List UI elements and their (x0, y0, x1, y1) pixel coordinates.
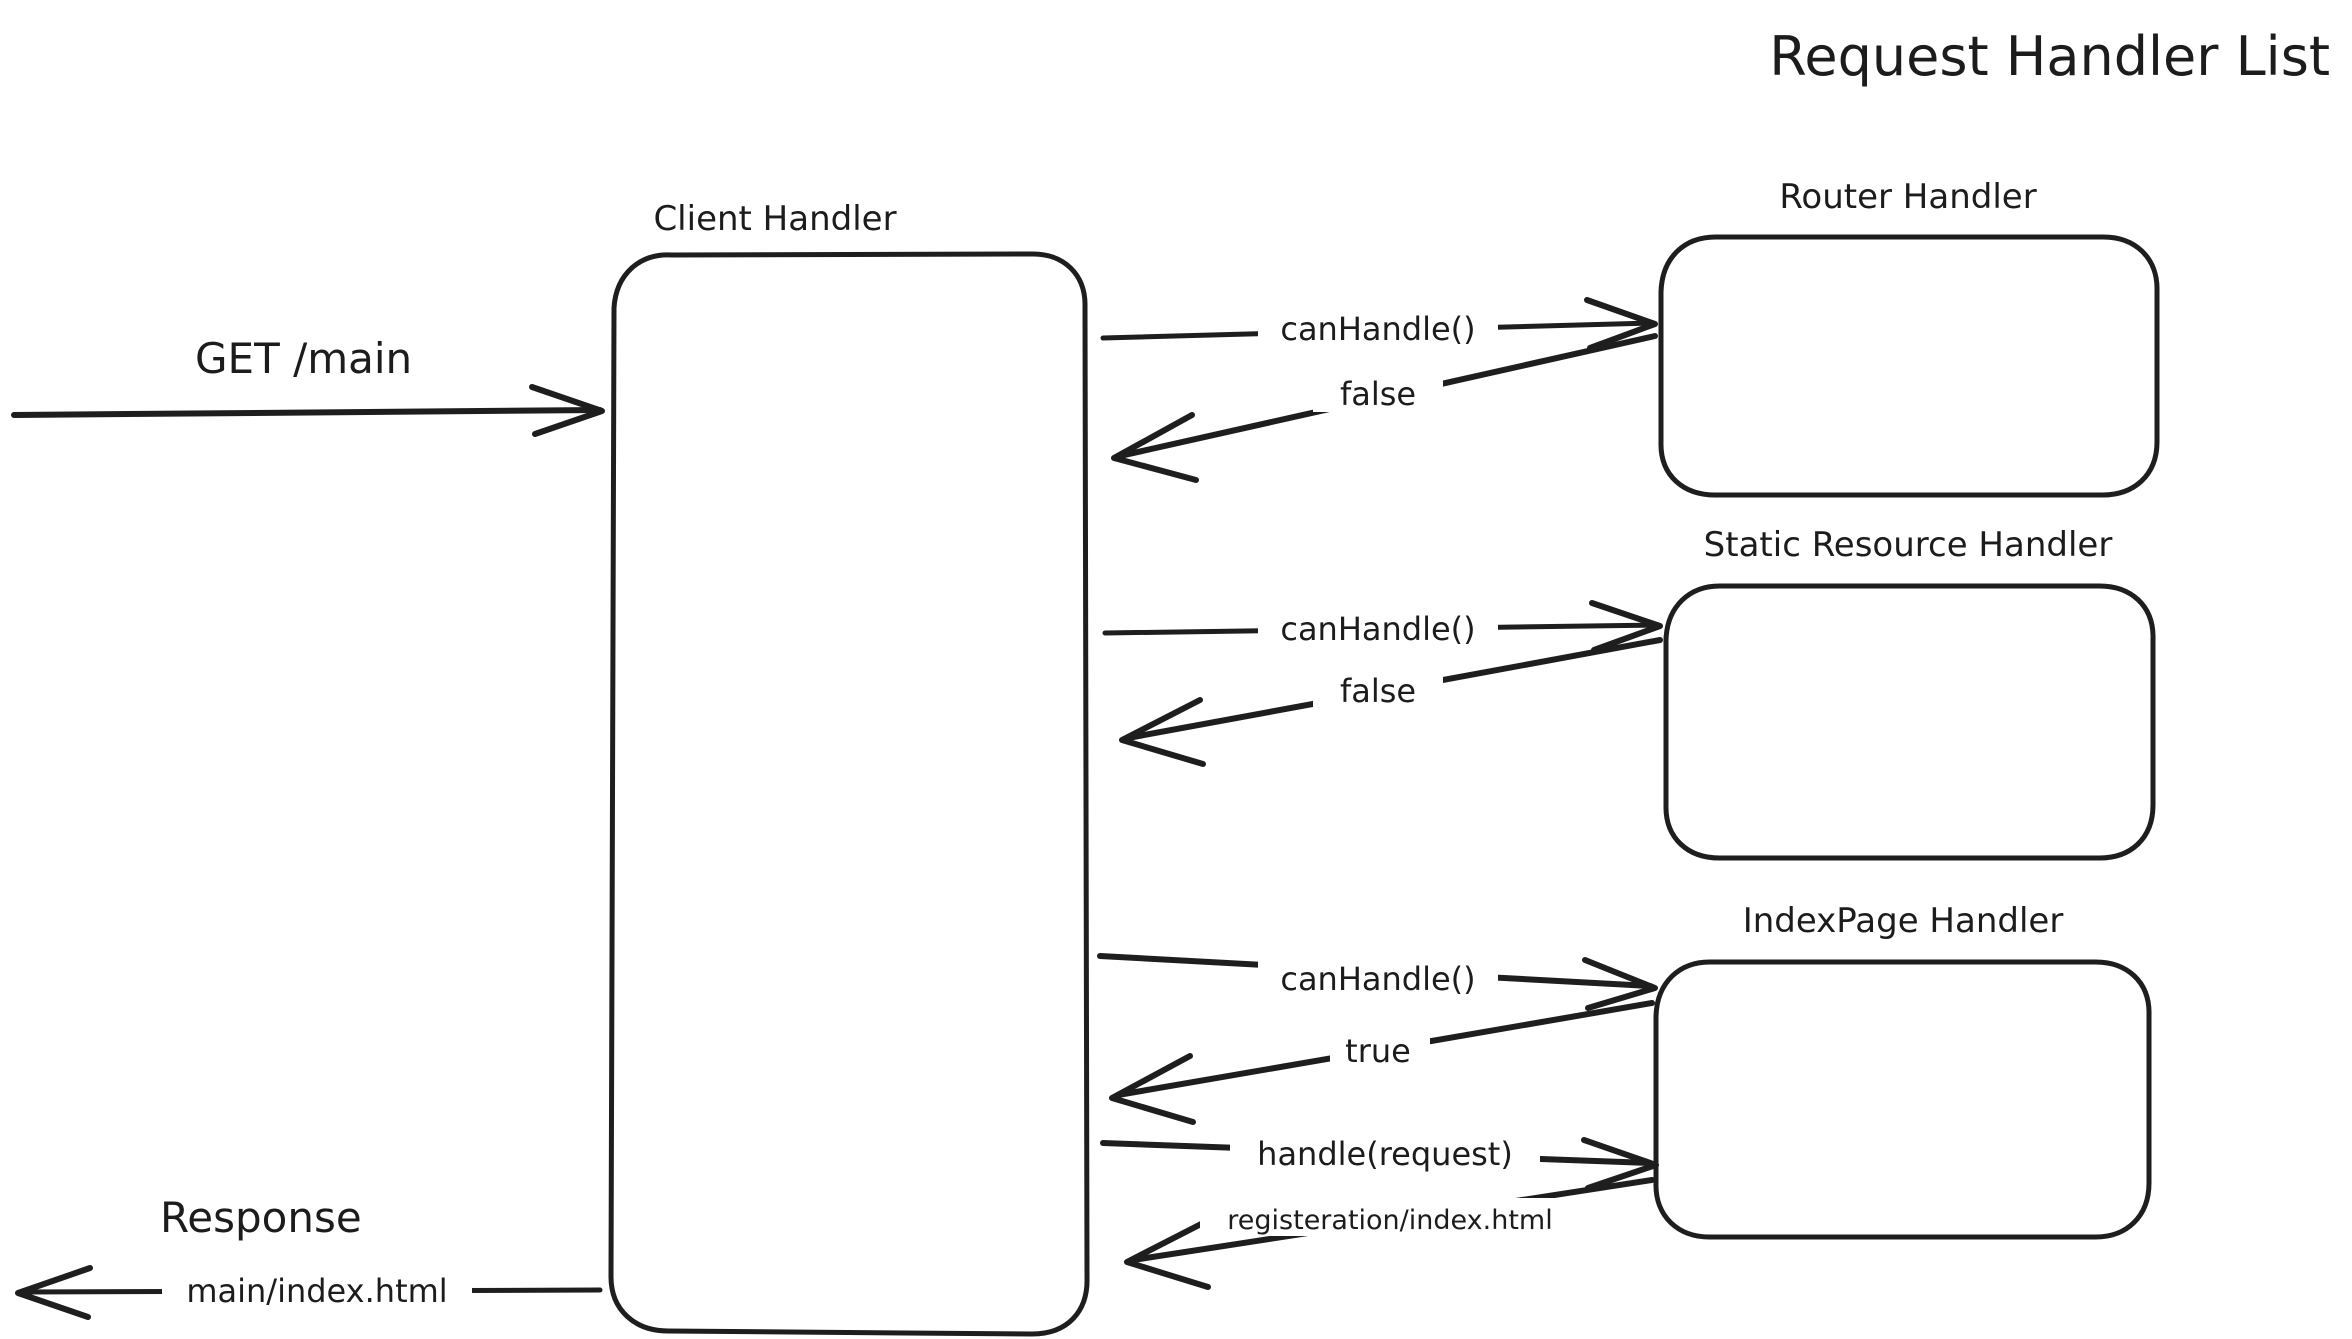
diagram-title: Request Handler List (1769, 25, 2330, 88)
edge-static-false-label: false (1340, 672, 1416, 710)
edge-static-false-arrowhead (1119, 697, 1206, 767)
edge-response-arrowhead (15, 1265, 93, 1320)
edge-static-false-label-bg (1313, 666, 1443, 708)
edge-index-true-label: true (1345, 1032, 1411, 1070)
edge-response-label: main/index.html (186, 1272, 447, 1310)
node-indexpage-handler[interactable]: IndexPage Handler (1653, 901, 2152, 1240)
edge-router-canhandle-label: canHandle() (1280, 310, 1475, 348)
node-indexpage-handler-label: IndexPage Handler (1743, 901, 2064, 941)
node-router-handler-label: Router Handler (1779, 177, 2036, 217)
edge-get-main-request: GET /main (11, 334, 605, 437)
edge-get-main-line (11, 407, 603, 418)
node-client-handler[interactable]: Client Handler (608, 199, 1090, 1337)
edge-index-canhandle-label-bg (1258, 956, 1498, 996)
edge-index-result-label-bg (1200, 1198, 1580, 1236)
edge-index-handle-arrowhead (1581, 1137, 1659, 1191)
edge-index-result: registeration/index.html (1124, 1177, 1655, 1290)
edge-response-heading-label: Response (160, 1193, 362, 1242)
edge-index-true-arrowhead (1109, 1053, 1196, 1125)
edge-response: Response main/index.html (15, 1193, 603, 1320)
edge-index-canhandle-arrowhead (1582, 957, 1658, 1011)
edge-get-main-arrowhead (529, 384, 605, 437)
edge-index-handle-label: handle(request) (1257, 1135, 1513, 1173)
edge-static-canhandle-label-bg (1258, 606, 1498, 646)
node-static-resource-handler-label: Static Resource Handler (1704, 525, 2113, 565)
node-client-handler-shape (608, 251, 1090, 1337)
edge-router-false-label: false (1340, 375, 1416, 413)
node-indexpage-handler-shape (1653, 959, 2152, 1240)
edge-get-main-label: GET /main (195, 334, 412, 383)
node-router-handler[interactable]: Router Handler (1658, 177, 2160, 498)
node-static-resource-handler[interactable]: Static Resource Handler (1663, 525, 2156, 861)
edge-response-label-bg (162, 1265, 472, 1307)
edge-static-false: false (1119, 637, 1663, 767)
node-client-handler-label: Client Handler (653, 199, 896, 239)
edge-index-handle-label-bg (1230, 1128, 1540, 1170)
edge-router-canhandle-arrowhead (1584, 297, 1658, 351)
edge-index-true-label-bg (1330, 1026, 1430, 1068)
edge-index-result-label: registeration/index.html (1227, 1205, 1552, 1236)
node-router-handler-shape (1658, 234, 2160, 498)
node-static-resource-handler-shape (1663, 583, 2156, 861)
edge-static-canhandle: canHandle() (1102, 600, 1663, 653)
edge-static-canhandle-label: canHandle() (1280, 610, 1475, 648)
edge-index-result-arrowhead (1124, 1219, 1211, 1290)
edge-index-handle: handle(request) (1100, 1128, 1659, 1191)
edge-router-false-label-bg (1313, 370, 1443, 412)
edge-static-canhandle-arrowhead (1589, 600, 1663, 653)
edge-index-true: true (1109, 1000, 1655, 1125)
edge-router-false-arrowhead (1111, 412, 1199, 483)
edge-index-canhandle-label: canHandle() (1280, 960, 1475, 998)
edge-router-false: false (1111, 333, 1658, 483)
edge-index-canhandle: canHandle() (1097, 953, 1658, 1011)
edge-router-canhandle: canHandle() (1100, 297, 1658, 351)
edge-router-canhandle-label-bg (1258, 306, 1498, 346)
